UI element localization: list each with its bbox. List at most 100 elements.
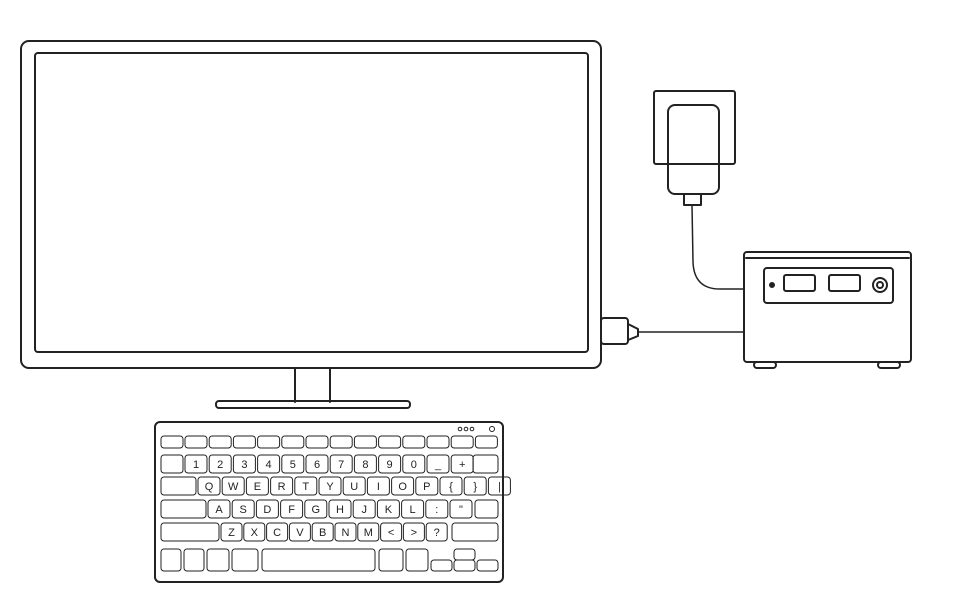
key-tab: [160, 476, 197, 496]
key-alt-right: [405, 548, 429, 572]
key-label: 9: [387, 459, 393, 471]
key-label: D: [263, 504, 271, 516]
key-enter: [474, 499, 499, 519]
usb-port-left: [783, 274, 816, 292]
key-label: 2: [217, 459, 223, 471]
key-label: 1: [193, 459, 199, 471]
power-brick: [667, 104, 720, 195]
power-button-icon: [872, 277, 888, 293]
key-function: [232, 435, 256, 449]
key-label: G: [312, 504, 321, 516]
monitor-bezel: [20, 40, 602, 369]
key: [231, 499, 255, 519]
key: [366, 476, 390, 496]
key-label: M: [364, 527, 373, 539]
status-light: [469, 426, 475, 432]
key: [463, 476, 487, 496]
key: [378, 454, 402, 474]
key: [380, 522, 403, 542]
key-backspace: [472, 454, 499, 474]
keyboard-body: [154, 421, 504, 583]
key-label: T: [302, 481, 309, 493]
key-label: V: [296, 527, 304, 539]
key-label: O: [398, 481, 407, 493]
key-label: E: [254, 481, 261, 493]
key-shift-left: [160, 522, 220, 542]
monitor-screen: [34, 52, 589, 353]
key-space: [261, 548, 376, 572]
key: [342, 476, 366, 496]
wall-socket: [653, 90, 736, 165]
key: [328, 499, 352, 519]
key: [334, 522, 357, 542]
usb-port-right: [828, 274, 861, 292]
key-function: [353, 435, 377, 449]
key-label: >: [411, 527, 417, 539]
key-function: [329, 435, 353, 449]
key-label: H: [336, 504, 344, 516]
key: [197, 476, 221, 496]
key: [391, 476, 415, 496]
key-label: W: [228, 481, 239, 493]
key: [425, 522, 448, 542]
key: [402, 454, 426, 474]
status-light: [463, 426, 469, 432]
key-esc: [160, 435, 184, 449]
key-arrow-left: [430, 559, 453, 572]
key-label: 7: [338, 459, 344, 471]
mini-pc-body: [743, 251, 912, 363]
mini-pc: [743, 251, 912, 369]
key-function: [402, 435, 426, 449]
key-label: R: [278, 481, 286, 493]
key-label: J: [361, 504, 367, 516]
key: [207, 499, 231, 519]
key: [376, 499, 400, 519]
key-label: <: [388, 527, 394, 539]
key-label: ": [459, 504, 463, 516]
key: [402, 522, 425, 542]
key: [439, 476, 463, 496]
mini-pc-front-panel: [763, 267, 894, 304]
key: [487, 476, 511, 496]
key: [220, 522, 243, 542]
key-label: Y: [326, 481, 334, 493]
key: [257, 454, 281, 474]
key-label: A: [215, 504, 223, 516]
key-label: L: [410, 504, 416, 516]
key-label: 8: [362, 459, 368, 471]
status-light: [457, 426, 463, 432]
key: [288, 522, 311, 542]
key: [357, 522, 380, 542]
key-function: [257, 435, 281, 449]
key-label: 3: [241, 459, 247, 471]
key: [232, 454, 256, 474]
key-label: Z: [228, 527, 235, 539]
key: [243, 522, 266, 542]
key-label: 0: [411, 459, 417, 471]
key: [304, 499, 328, 519]
key-shift-right: [451, 522, 499, 542]
hdmi-cable: [600, 317, 745, 345]
monitor-stand-base: [215, 400, 411, 409]
key: [401, 499, 425, 519]
key: [415, 476, 439, 496]
keyboard-status-lights: [457, 426, 495, 432]
key-label: |: [498, 481, 501, 493]
key-function: [208, 435, 232, 449]
power-adapter: [653, 90, 745, 290]
key-label: :: [435, 504, 438, 516]
power-button-ring: [876, 281, 884, 289]
key: [425, 499, 449, 519]
key: [266, 522, 289, 542]
key: [311, 522, 334, 542]
key-label: }: [473, 481, 477, 493]
key-label: K: [385, 504, 393, 516]
key-label: U: [350, 481, 358, 493]
key: [255, 499, 279, 519]
key-label: N: [342, 527, 350, 539]
key: [449, 499, 473, 519]
key-label: Q: [205, 481, 214, 493]
key-label: +: [459, 459, 465, 471]
